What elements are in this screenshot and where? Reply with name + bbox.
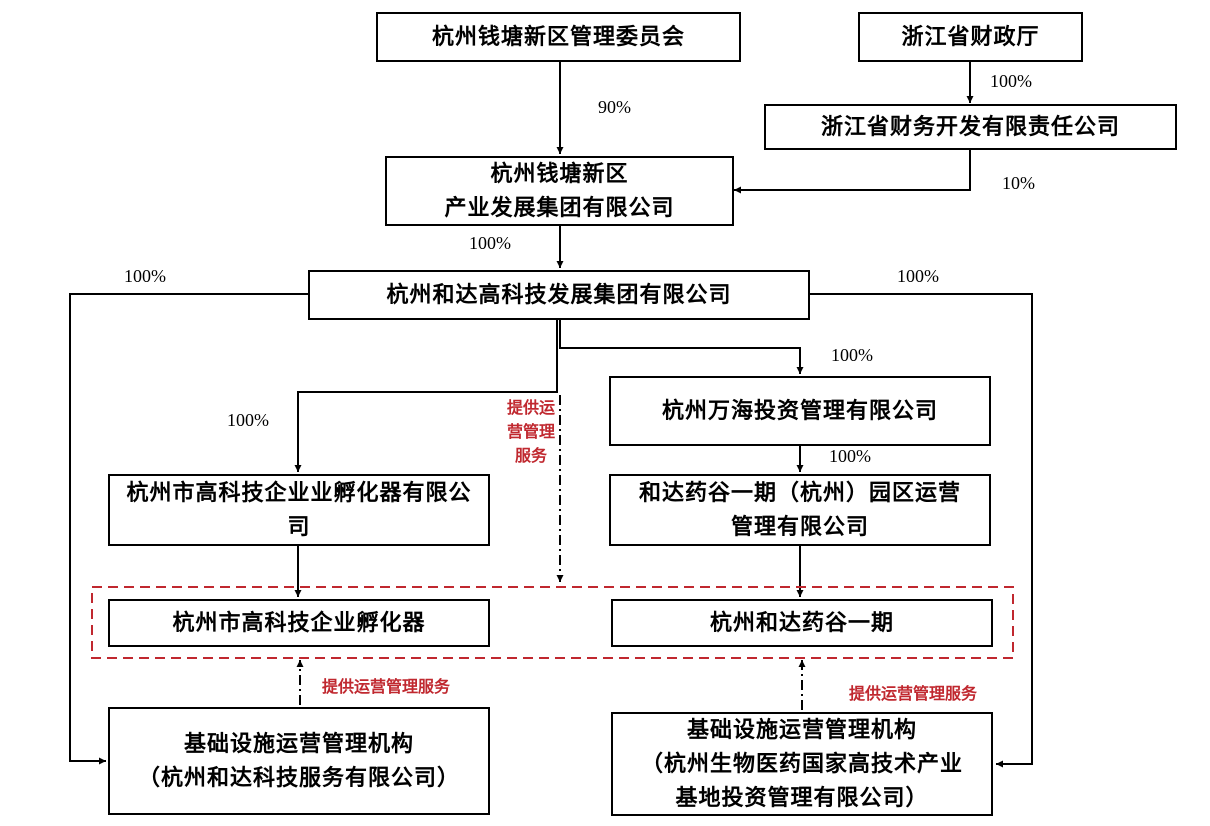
node-wanhai: 杭州万海投资管理有限公司	[609, 376, 991, 446]
pct-heda-to-left-infra: 100%	[124, 266, 166, 286]
node-infra-left: 基础设施运营管理机构 （杭州和达科技服务有限公司）	[108, 707, 490, 815]
arrow-heda-to-right-infra	[810, 293, 1033, 768]
service-note-center: 提供运 营管理 服务	[498, 396, 564, 468]
arrow-heda-to-left-infra	[69, 293, 308, 765]
node-infra-right-line1: 基础设施运营管理机构	[686, 717, 917, 743]
node-industry-group-line2: 产业发展集团有限公司	[444, 195, 675, 221]
node-yaogu-co-line1: 和达药谷一期（杭州）园区运营	[638, 480, 961, 506]
service-note-center-line3: 服务	[514, 446, 547, 465]
service-note-center-line1: 提供运	[506, 398, 555, 417]
node-infra-left-line2: （杭州和达科技服务有限公司）	[137, 765, 460, 791]
pct-wanhai-to-yaogu-co: 100%	[829, 446, 871, 466]
node-heda-group-label: 杭州和达高科技发展集团有限公司	[386, 282, 732, 308]
node-infra-right-line2: （杭州生物医药国家高技术产业	[640, 751, 963, 777]
node-wanhai-label: 杭州万海投资管理有限公司	[661, 398, 938, 424]
pct-heda-to-wanhai: 100%	[831, 345, 873, 365]
node-yaogu-label: 杭州和达药谷一期	[709, 610, 894, 636]
node-incubator-co-line2: 司	[287, 514, 311, 540]
node-incubator: 杭州市高科技企业孵化器	[108, 599, 490, 647]
node-yaogu-co-line2: 管理有限公司	[730, 514, 869, 540]
node-finance-dept-label: 浙江省财政厅	[901, 24, 1040, 50]
node-infra-right-line3: 基地投资管理有限公司）	[675, 785, 929, 811]
node-committee-label: 杭州钱塘新区管理委员会	[431, 24, 685, 50]
pct-committee-to-group: 90%	[598, 97, 631, 117]
pct-heda-to-right-infra: 100%	[897, 266, 939, 286]
node-yaogu: 杭州和达药谷一期	[611, 599, 993, 647]
node-yaogu-co: 和达药谷一期（杭州）园区运营 管理有限公司	[609, 474, 991, 546]
node-finance-dept: 浙江省财政厅	[858, 12, 1083, 62]
service-note-center-line2: 营管理	[506, 422, 555, 441]
pct-dept-to-dev: 100%	[990, 71, 1032, 91]
arrow-heda-to-wanhai	[559, 320, 804, 374]
node-committee: 杭州钱塘新区管理委员会	[376, 12, 741, 62]
service-note-right: 提供运营管理服务	[849, 684, 978, 703]
pct-dev-to-group: 10%	[1002, 173, 1035, 193]
arrow-dev-to-group	[734, 150, 971, 194]
node-infra-right: 基础设施运营管理机构 （杭州生物医药国家高技术产业 基地投资管理有限公司）	[611, 712, 993, 816]
pct-heda-to-incubator-co: 100%	[227, 410, 269, 430]
node-incubator-co-line1: 杭州市高科技企业业孵化器有限公	[126, 480, 472, 506]
node-heda-group: 杭州和达高科技发展集团有限公司	[308, 270, 810, 320]
node-finance-dev-label: 浙江省财务开发有限责任公司	[820, 114, 1120, 140]
node-incubator-label: 杭州市高科技企业孵化器	[172, 610, 426, 636]
service-note-left: 提供运营管理服务	[322, 677, 451, 696]
node-industry-group-line1: 杭州钱塘新区	[490, 161, 629, 187]
pct-group-to-heda: 100%	[469, 233, 511, 253]
node-finance-dev: 浙江省财务开发有限责任公司	[764, 104, 1177, 150]
node-incubator-co: 杭州市高科技企业业孵化器有限公 司	[108, 474, 490, 546]
node-industry-group: 杭州钱塘新区 产业发展集团有限公司	[385, 156, 734, 226]
node-infra-left-line1: 基础设施运营管理机构	[183, 731, 414, 757]
arrow-heda-to-incubator-co	[294, 320, 558, 472]
